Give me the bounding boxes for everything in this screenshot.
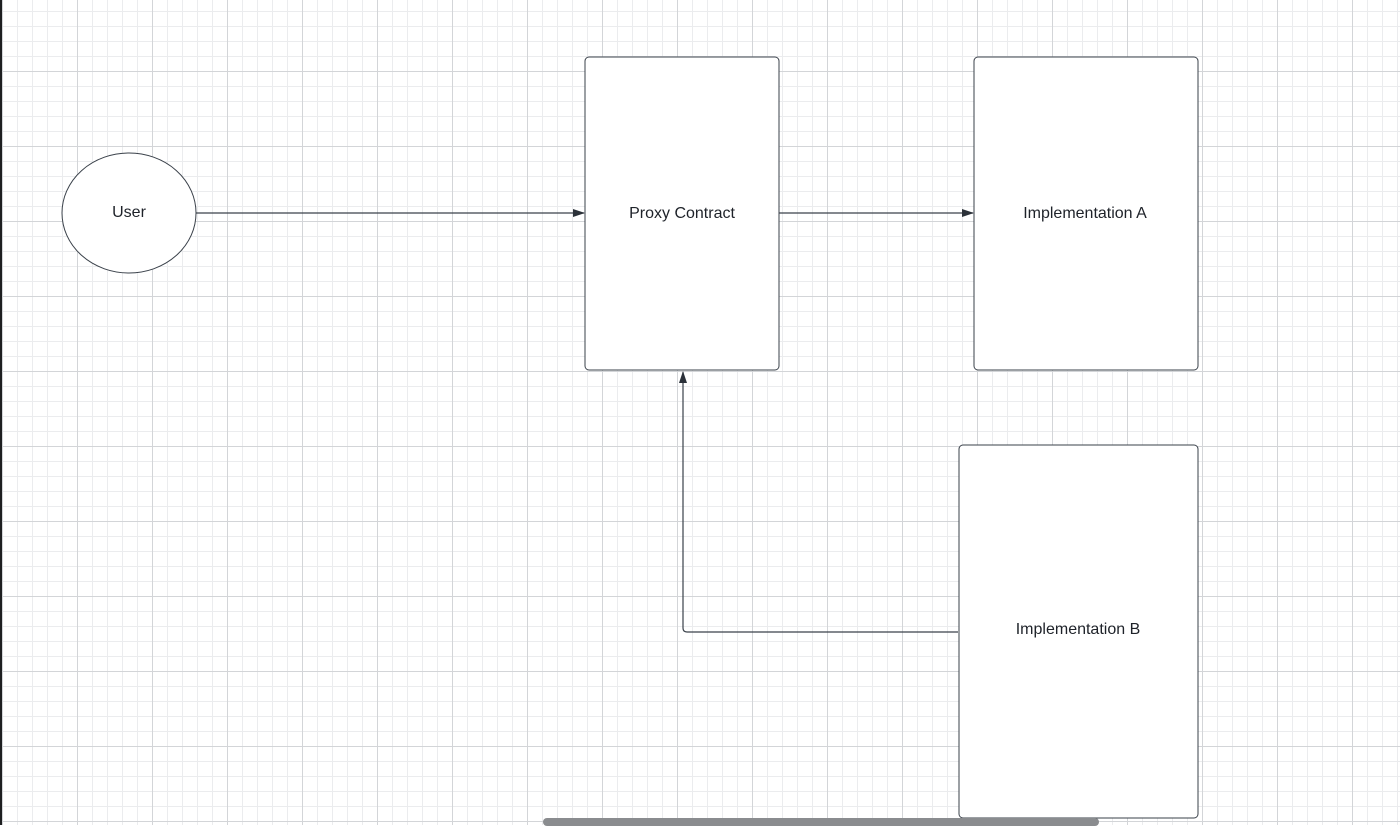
node-proxy-contract[interactable]: Proxy Contract xyxy=(584,56,780,371)
connector-implementation-b-to-proxy[interactable] xyxy=(679,371,958,633)
proxy-contract-label: Proxy Contract xyxy=(629,205,735,222)
implementation-a-box[interactable] xyxy=(973,56,1199,371)
implementation-a-label: Implementation A xyxy=(1023,205,1147,222)
proxy-contract-box[interactable] xyxy=(584,56,780,371)
canvas-left-border xyxy=(0,0,2,825)
user-label: User xyxy=(112,204,146,221)
horizontal-scrollbar[interactable] xyxy=(543,818,1099,826)
node-implementation-b[interactable]: Implementation B xyxy=(958,444,1199,819)
node-user[interactable]: User xyxy=(61,152,197,274)
user-ellipse[interactable] xyxy=(61,152,197,274)
node-implementation-a[interactable]: Implementation A xyxy=(973,56,1199,371)
implementation-b-label: Implementation B xyxy=(1016,621,1141,638)
